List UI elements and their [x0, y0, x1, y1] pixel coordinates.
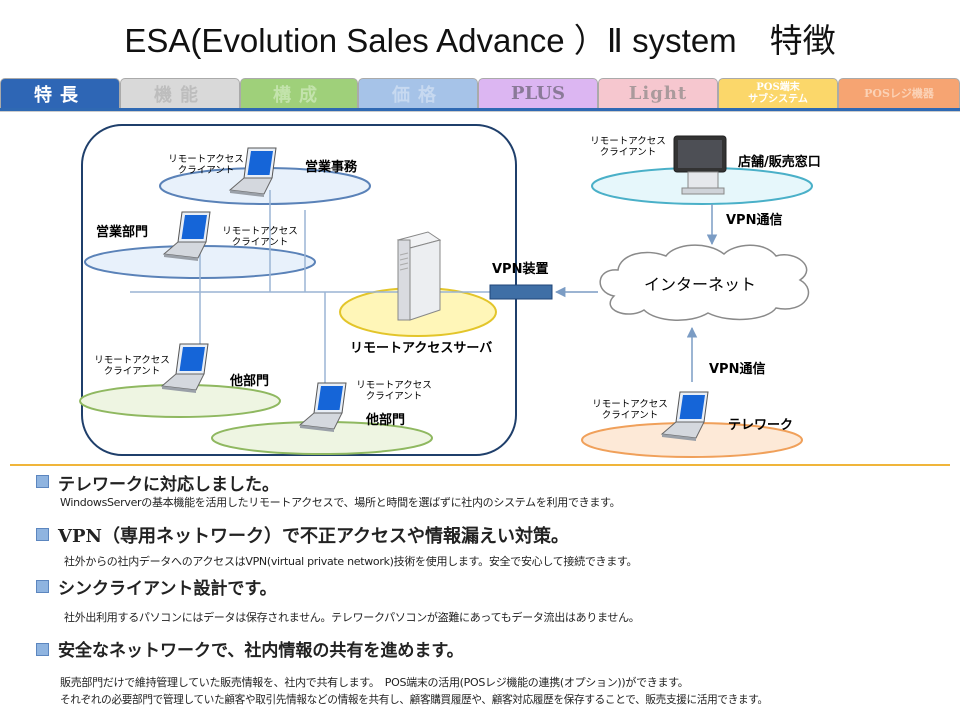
feature-heading: シンクライアント設計です。	[58, 579, 277, 599]
client-label: リモートアクセスクライアント	[590, 136, 666, 158]
other-dept-label: 他部門	[229, 373, 269, 389]
server-label: リモートアクセスサーバ	[350, 341, 492, 356]
tab-configuration[interactable]: 構成	[240, 78, 358, 108]
feature-heading: 安全なネットワークで、社内情報の共有を進めます。	[58, 641, 464, 661]
tab-underline-shadow	[0, 111, 960, 112]
feature-description: 社外出利用するパソコンにはデータは保存されません。テレワークパソコンが盗難にあっ…	[64, 611, 640, 624]
vpn-comm-label: VPN通信	[726, 212, 782, 228]
tab-functions[interactable]: 機能	[120, 78, 240, 108]
tab-plus[interactable]: PLUS	[478, 78, 598, 108]
bullet-icon	[36, 580, 49, 593]
feature-description: 社外からの社内データへのアクセスはVPN(virtual private net…	[64, 555, 638, 568]
other-dept-label: 他部門	[365, 412, 405, 428]
tab-light[interactable]: Light	[598, 78, 718, 108]
pos-terminal-icon	[673, 135, 727, 195]
feature-description: WindowsServerの基本機能を活用したリモートアクセスで、場所と時間を選…	[60, 496, 621, 509]
tab-bar: 特長 機能 構成 価格 PLUS Light POS端末 サブシステム POSレ…	[0, 76, 960, 110]
feature-heading: VPN（専用ネットワーク）で不正アクセスや情報漏えい対策。	[58, 526, 570, 547]
feature-description: それぞれの必要部門で管理していた顧客や取引先情報などの情報を共有し、顧客購買履歴…	[60, 694, 768, 706]
network-diagram: リモートアクセスクライアント リモートアクセスクライアント リモートアクセスクラ…	[79, 124, 821, 458]
section-divider	[10, 464, 950, 466]
sales-dept-label: 営業部門	[96, 224, 148, 240]
server-icon	[396, 231, 442, 321]
bullet-icon	[36, 643, 49, 656]
bullet-icon	[36, 528, 49, 541]
vpn-comm-label: VPN通信	[709, 361, 765, 377]
feature-heading: テレワークに対応しました。	[58, 475, 279, 495]
tab-underline	[0, 108, 960, 111]
client-label: リモートアクセスクライアント	[94, 355, 170, 377]
tab-price[interactable]: 価格	[358, 78, 478, 108]
vpn-device-label: VPN装置	[492, 261, 548, 277]
tab-pos-register[interactable]: POSレジ機器	[838, 78, 960, 108]
feature-description: 販売部門だけで維持管理していた販売情報を、社内で共有します。 POS端末の活用(…	[60, 676, 689, 689]
page-title: ESA(Evolution Sales Advance ）Ⅱ system 特徴	[124, 22, 836, 59]
internet-cloud-icon	[599, 244, 810, 321]
bullet-icon	[36, 475, 49, 488]
client-label: リモートアクセスクライアント	[222, 226, 298, 248]
sales-office-label: 営業事務	[305, 159, 358, 175]
client-label: リモートアクセスクライアント	[592, 399, 668, 421]
client-label: リモートアクセスクライアント	[168, 154, 244, 176]
tab-features[interactable]: 特長	[0, 78, 120, 108]
lan-lines	[130, 190, 490, 400]
internet-label: インターネット	[644, 275, 756, 294]
tab-pos-subsystem[interactable]: POS端末 サブシステム	[718, 78, 838, 108]
vpn-device-icon	[489, 284, 553, 300]
client-label: リモートアクセスクライアント	[356, 380, 432, 402]
store-label: 店舗/販売窓口	[738, 154, 821, 170]
telework-label: テレワーク	[728, 418, 793, 433]
